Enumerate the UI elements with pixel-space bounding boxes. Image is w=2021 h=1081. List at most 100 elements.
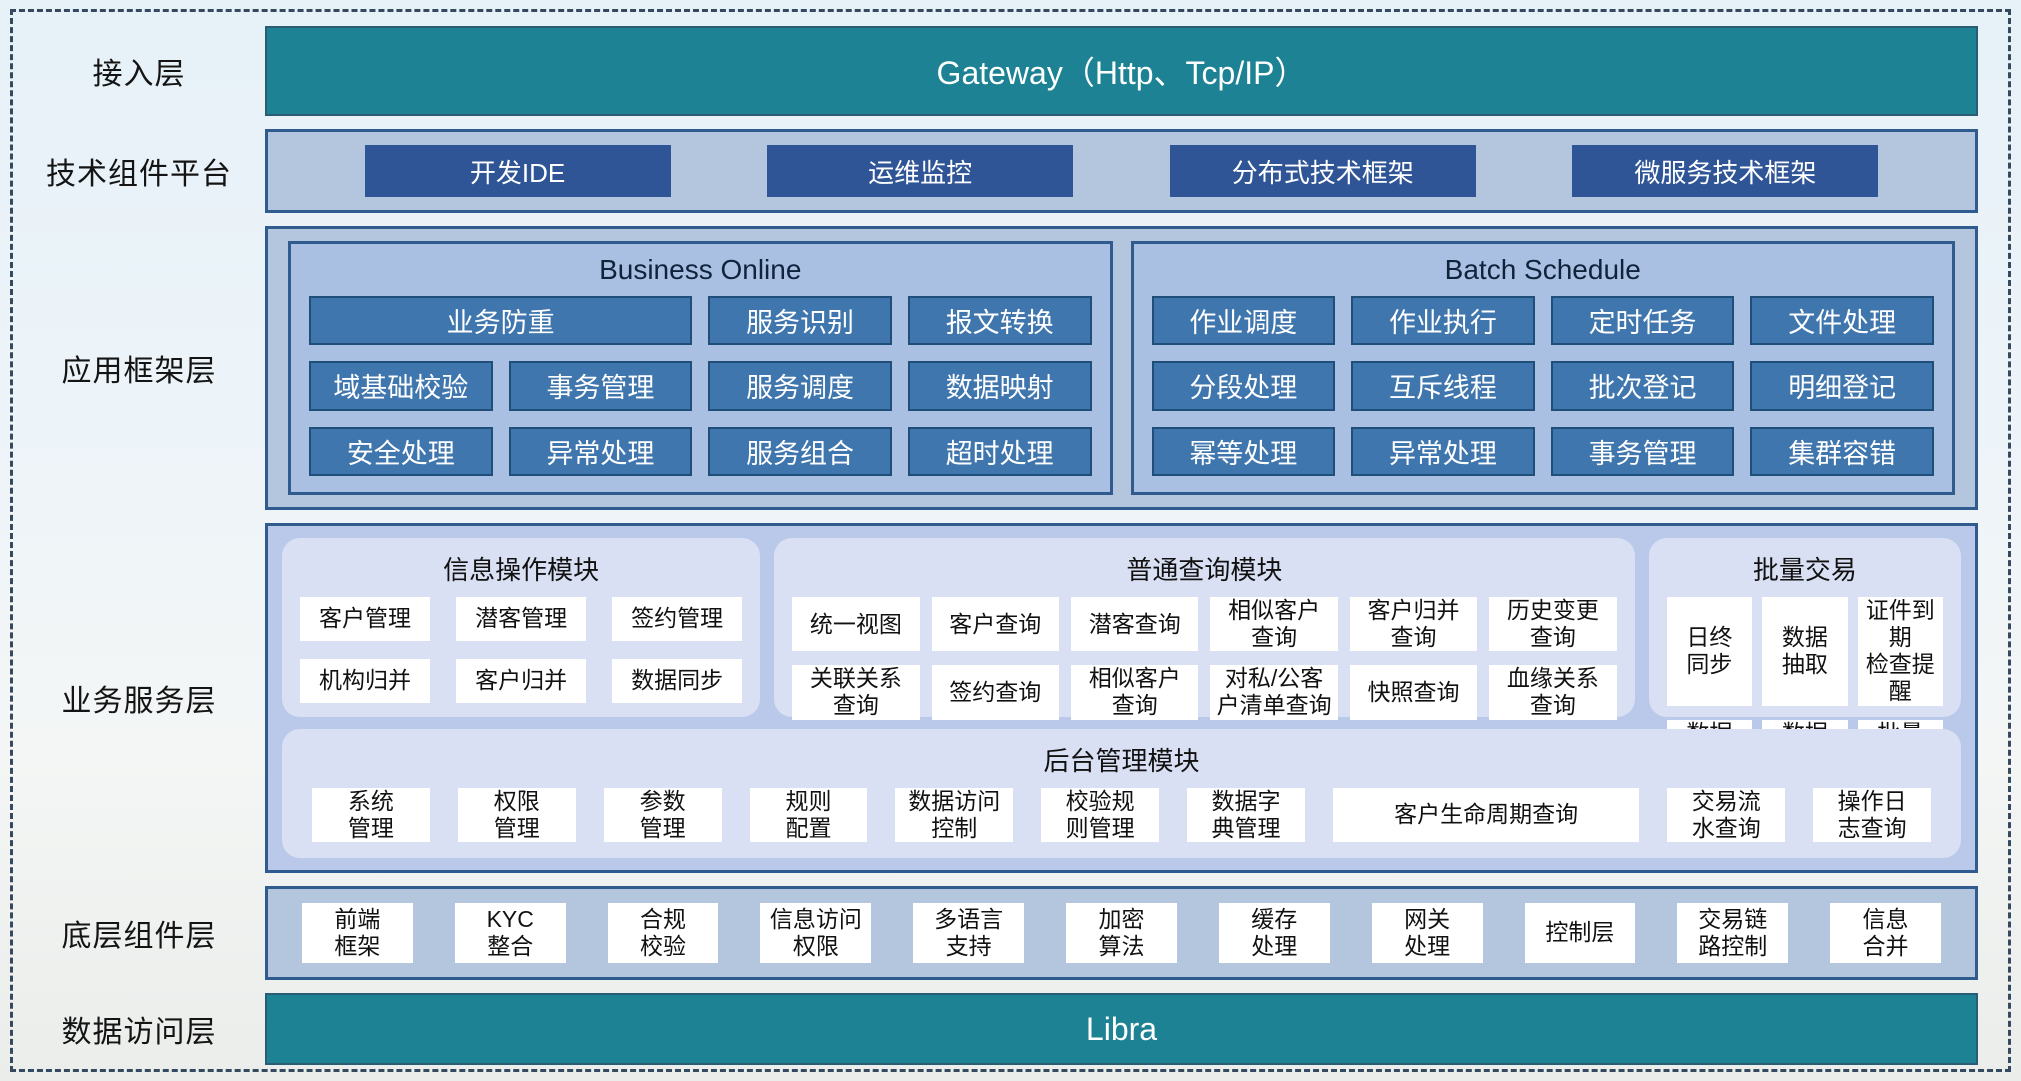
service-item: 机构归并 xyxy=(300,658,431,703)
libra-bar: Libra xyxy=(265,993,1978,1065)
framework-item: 服务识别 xyxy=(708,296,892,346)
business-online-title: Business Online xyxy=(599,254,802,285)
general-query-grid: 统一视图 客户查询 潜客查询 相似客户 查询 客户归并 查询 历史变更 查询 关… xyxy=(792,597,1617,720)
framework-item: 集群容错 xyxy=(1750,426,1934,476)
framework-item: 报文转换 xyxy=(907,296,1092,346)
framework-item: 幂等处理 xyxy=(1151,426,1336,476)
admin-module-title: 后台管理模块 xyxy=(1043,745,1200,776)
component-item: 合规 校验 xyxy=(607,903,719,963)
layer-label-tech-platform: 技术组件平台 xyxy=(46,158,232,191)
info-operation-module: 信息操作模块 客户管理 潜客管理 签约管理 机构归并 客户归并 数据同步 xyxy=(282,538,761,717)
admin-item: 数据访问 控制 xyxy=(895,787,1014,842)
framework-item: 服务调度 xyxy=(708,361,892,411)
service-item: 数据 抽取 xyxy=(1762,597,1848,706)
service-item: 快照查询 xyxy=(1349,665,1478,720)
general-query-title: 普通查询模块 xyxy=(1126,555,1283,585)
libra-bar-text: Libra xyxy=(1085,1010,1158,1047)
tech-item: 微服务技术框架 xyxy=(1572,145,1879,197)
framework-item: 异常处理 xyxy=(1351,426,1535,476)
general-query-module: 普通查询模块 统一视图 客户查询 潜客查询 相似客户 查询 客户归并 查询 历史… xyxy=(774,538,1635,720)
component-item: 前端 框架 xyxy=(302,903,413,963)
layer-label-component: 底层组件层 xyxy=(61,920,217,953)
component-item: 信息 合并 xyxy=(1830,903,1941,963)
architecture-diagram-frame: 接入层 Gateway（Http、Tcp/IP） 技术组件平台 开发IDE 运维… xyxy=(10,9,2011,1072)
framework-item: 业务防重 xyxy=(309,296,693,346)
admin-module: 后台管理模块 系统 管理 权限 管理 参数 管理 规则 配置 数据访问 控制 校… xyxy=(282,728,1961,858)
service-item: 相似客户 查询 xyxy=(1070,665,1199,720)
service-item: 关联关系 查询 xyxy=(792,665,920,720)
service-item: 客户归并 查询 xyxy=(1349,597,1478,652)
framework-item: 异常处理 xyxy=(508,426,693,476)
service-item: 数据同步 xyxy=(612,658,743,703)
batch-schedule-panel: Batch Schedule 作业调度 作业执行 定时任务 文件处理 分段处理 … xyxy=(1130,241,1955,495)
batch-trade-title: 批量交易 xyxy=(1752,555,1857,585)
batch-trade-module: 批量交易 日终 同步 数据 抽取 证件到期 检查提醒 数据 转换 数据 装载 批… xyxy=(1648,538,1961,774)
service-item: 对私/公客 户清单查询 xyxy=(1210,665,1338,720)
framework-item: 明细登记 xyxy=(1750,361,1934,411)
gateway-bar-text: Gateway（Http、Tcp/IP） xyxy=(936,55,1307,91)
framework-item: 域基础校验 xyxy=(309,361,493,411)
admin-item: 参数 管理 xyxy=(603,787,722,842)
app-framework-band: Business Online 业务防重 服务识别 报文转换 域基础校验 事务管… xyxy=(265,226,1978,510)
admin-item: 客户生命周期查询 xyxy=(1332,787,1640,842)
component-item: 控制层 xyxy=(1524,903,1636,963)
service-item: 日终 同步 xyxy=(1666,597,1753,706)
layer-label-app-framework: 应用框架层 xyxy=(61,355,217,388)
service-item: 统一视图 xyxy=(792,597,920,652)
service-top-row: 信息操作模块 客户管理 潜客管理 签约管理 机构归并 客户归并 数据同步 普通查… xyxy=(282,538,1961,774)
info-operation-title: 信息操作模块 xyxy=(443,555,600,585)
framework-item: 服务组合 xyxy=(708,426,892,476)
tech-item: 开发IDE xyxy=(364,145,671,197)
business-online-grid: 业务防重 服务识别 报文转换 域基础校验 事务管理 服务调度 数据映射 安全处理… xyxy=(291,292,1110,492)
admin-item: 权限 管理 xyxy=(457,787,576,842)
service-item: 客户归并 xyxy=(456,658,587,703)
framework-item: 分段处理 xyxy=(1151,361,1336,411)
service-item: 证件到期 检查提醒 xyxy=(1857,597,1943,706)
batch-schedule-grid: 作业调度 作业执行 定时任务 文件处理 分段处理 互斥线程 批次登记 明细登记 … xyxy=(1134,292,1953,492)
framework-item: 作业调度 xyxy=(1151,296,1336,346)
component-item: 缓存 处理 xyxy=(1218,903,1330,963)
framework-item: 事务管理 xyxy=(508,361,693,411)
component-item: 交易链 路控制 xyxy=(1677,903,1789,963)
framework-item: 事务管理 xyxy=(1550,426,1735,476)
framework-item: 文件处理 xyxy=(1750,296,1934,346)
framework-item: 安全处理 xyxy=(309,426,493,476)
admin-item: 数据字 典管理 xyxy=(1187,787,1305,842)
framework-item: 数据映射 xyxy=(907,361,1092,411)
component-item: 多语言 支持 xyxy=(913,903,1025,963)
component-item: 网关 处理 xyxy=(1371,903,1483,963)
service-item: 客户管理 xyxy=(300,597,431,641)
service-item: 潜客管理 xyxy=(456,597,587,641)
admin-module-row: 系统 管理 权限 管理 参数 管理 规则 配置 数据访问 控制 校验规 则管理 … xyxy=(300,787,1943,844)
framework-item: 互斥线程 xyxy=(1351,361,1535,411)
framework-item: 批次登记 xyxy=(1550,361,1735,411)
admin-item: 操作日 志查询 xyxy=(1813,787,1931,842)
gateway-bar: Gateway（Http、Tcp/IP） xyxy=(265,26,1978,116)
info-operation-grid: 客户管理 潜客管理 签约管理 机构归并 客户归并 数据同步 xyxy=(300,597,743,703)
framework-item: 作业执行 xyxy=(1351,296,1535,346)
service-item: 签约管理 xyxy=(612,597,743,641)
admin-item: 规则 配置 xyxy=(749,787,868,842)
component-band: 前端 框架 KYC 整合 合规 校验 信息访问 权限 多语言 支持 加密 算法 … xyxy=(265,886,1978,980)
service-item: 血缘关系 查询 xyxy=(1489,665,1617,720)
tech-item: 分布式技术框架 xyxy=(1169,145,1476,197)
component-item: KYC 整合 xyxy=(454,903,566,963)
service-item: 签约查询 xyxy=(931,665,1059,720)
admin-item: 校验规 则管理 xyxy=(1041,787,1160,842)
layer-label-business-service: 业务服务层 xyxy=(61,685,217,718)
business-service-band: 信息操作模块 客户管理 潜客管理 签约管理 机构归并 客户归并 数据同步 普通查… xyxy=(265,523,1978,873)
tech-platform-band: 开发IDE 运维监控 分布式技术框架 微服务技术框架 xyxy=(265,129,1978,213)
admin-item: 系统 管理 xyxy=(312,787,430,842)
admin-item: 交易流 水查询 xyxy=(1667,787,1786,842)
service-item: 客户查询 xyxy=(931,597,1059,652)
component-item: 信息访问 权限 xyxy=(760,903,872,963)
component-item: 加密 算法 xyxy=(1066,903,1177,963)
layer-label-access: 接入层 xyxy=(92,58,186,91)
service-item: 相似客户 查询 xyxy=(1210,597,1338,652)
tech-item: 运维监控 xyxy=(767,145,1074,197)
service-item: 潜客查询 xyxy=(1070,597,1199,652)
business-online-panel: Business Online 业务防重 服务识别 报文转换 域基础校验 事务管… xyxy=(288,241,1113,495)
framework-item: 定时任务 xyxy=(1550,296,1735,346)
service-item: 历史变更 查询 xyxy=(1489,597,1617,652)
